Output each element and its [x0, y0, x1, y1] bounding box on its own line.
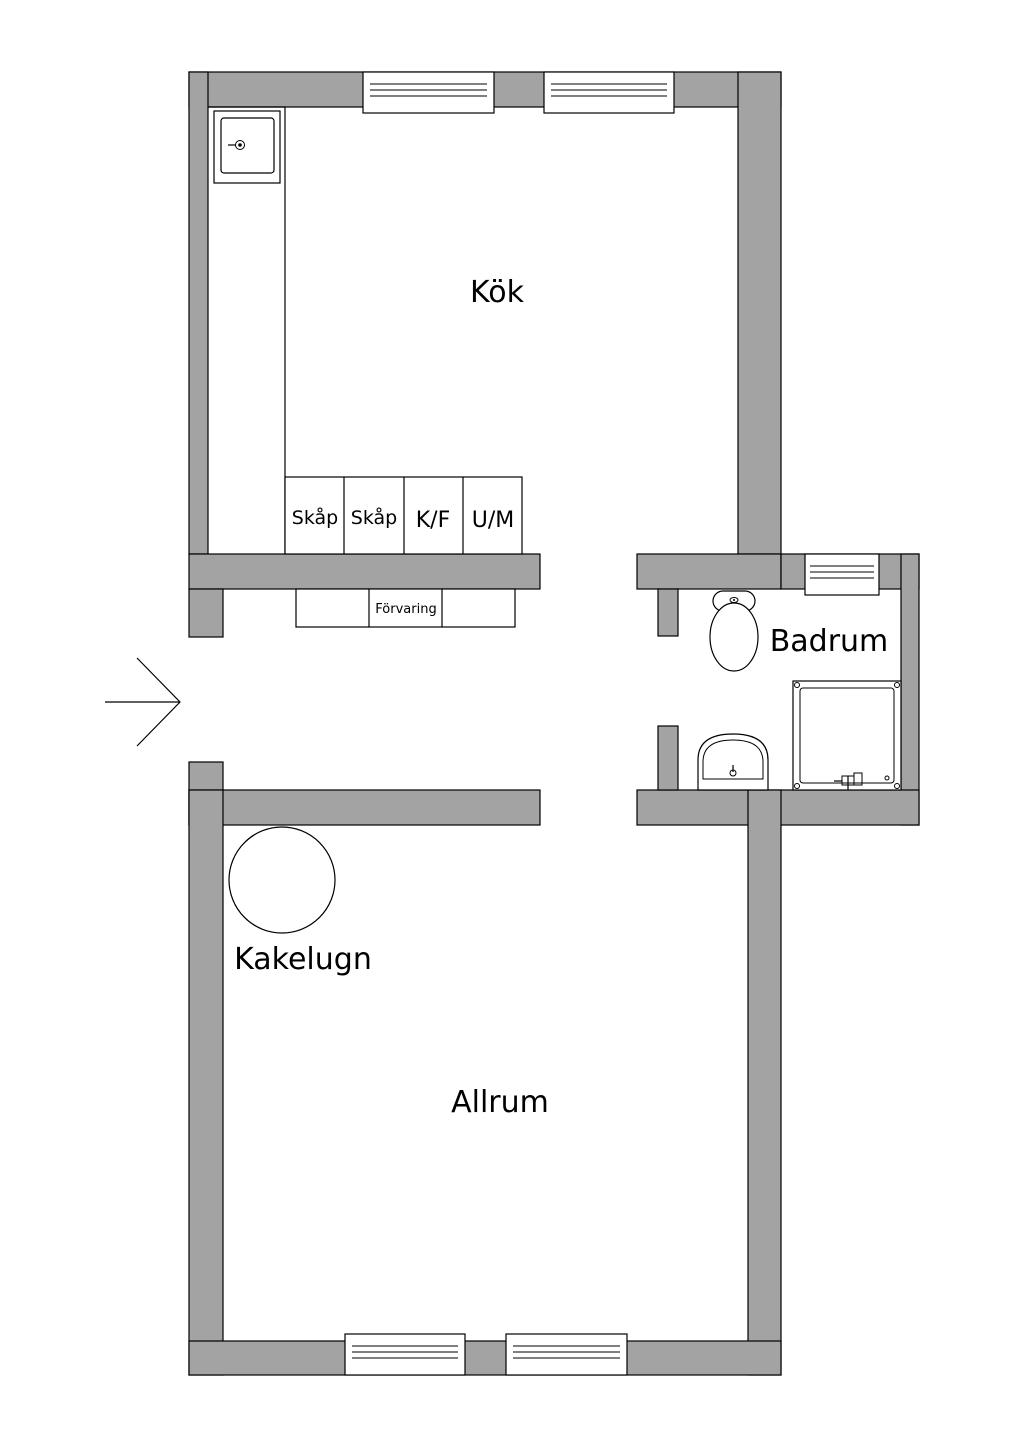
washbasin-icon [697, 733, 769, 791]
wall-bath-stub-bottom [657, 725, 679, 791]
tiled-stove-icon [228, 826, 336, 934]
appliance-row [284, 476, 523, 555]
window-living-2 [505, 1333, 628, 1376]
wall-hall-living [188, 789, 541, 826]
wall-bath-stub-top [657, 588, 679, 637]
window-living-1 [344, 1333, 466, 1376]
wall-hall-left-upper [188, 588, 224, 638]
stove-label: Kakelugn [234, 942, 372, 977]
storage-cabinet [295, 588, 516, 628]
wall-living-left [188, 789, 224, 1376]
wall-kitchen-right [737, 71, 782, 555]
window-kitchen-2 [543, 71, 675, 114]
sink-icon [213, 110, 281, 184]
wall-bath-right [900, 553, 920, 826]
wall-kitchen-hall-right [636, 553, 782, 590]
entrance-arrow-icon [105, 657, 181, 747]
label-cabinet-2: Skåp [351, 506, 397, 529]
wall-kitchen-hall-left [188, 553, 541, 590]
toilet-icon [709, 590, 759, 672]
wall-living-bottom [188, 1340, 782, 1376]
label-fridge-freezer: K/F [416, 508, 451, 533]
room-label-bathroom: Badrum [770, 624, 889, 659]
wall-kitchen-left [188, 71, 209, 555]
label-cabinet-1: Skåp [292, 506, 338, 529]
walls [188, 71, 920, 1376]
room-label-kitchen: Kök [470, 275, 525, 310]
label-storage: Förvaring [375, 602, 436, 617]
label-oven-microwave: U/M [472, 508, 515, 533]
window-kitchen-1 [362, 71, 495, 114]
windows [344, 71, 880, 1376]
room-label-living-room: Allrum [451, 1085, 549, 1120]
window-bathroom [804, 553, 880, 596]
shower-icon [792, 680, 902, 791]
wall-living-right [747, 789, 782, 1376]
